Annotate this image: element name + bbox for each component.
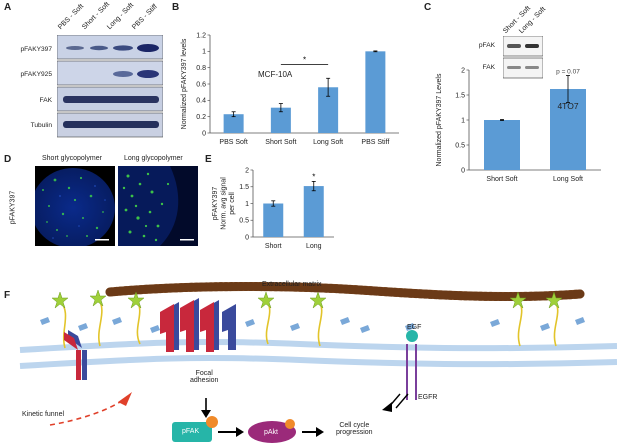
y-tick-label: 1	[202, 49, 206, 56]
panel-a-letter: A	[4, 2, 12, 13]
x-tick-label: Short Soft	[486, 176, 517, 183]
y-tick-label: 2	[245, 167, 249, 174]
egfr-label: EGFR	[418, 394, 438, 401]
panel-b-letter: B	[172, 2, 180, 13]
cell-line-annotation: 4TO7	[557, 101, 578, 111]
ecm-label: Extracellular matrix	[262, 281, 322, 288]
p-value: p = 0.07	[556, 69, 580, 76]
panel-f-letter: F	[4, 290, 11, 301]
significance-star: *	[312, 172, 315, 181]
glycocalyx	[59, 297, 559, 349]
pfak-label: pFAK	[182, 428, 200, 435]
y-axis-label: Norm. avg signal	[221, 177, 228, 230]
x-tick-label: Short	[265, 243, 282, 250]
pakt-node	[248, 419, 296, 443]
blot-row-label: pFAK	[478, 42, 495, 49]
glycan-branches	[40, 317, 585, 333]
x-tick-label: PBS Soft	[219, 139, 247, 146]
blot-row-label: FAK	[482, 64, 495, 71]
lane-label: PBS - Stiff	[131, 3, 159, 31]
diagram-focal-adhesion	[19, 282, 617, 443]
y-tick-label: 1	[461, 117, 465, 124]
bar	[303, 186, 324, 237]
bar	[270, 107, 291, 133]
blot-row-label: Tubulin	[30, 122, 52, 129]
y-tick-label: 1.5	[455, 92, 465, 99]
micrograph-ylabel: pFAKY397	[9, 190, 17, 225]
x-tick-label: Short Soft	[265, 139, 296, 146]
y-tick-label: 0	[461, 167, 465, 174]
cell-line-annotation: MCF-10A	[258, 70, 293, 79]
egf-label: EGF	[407, 324, 422, 331]
y-tick-label: 0.6	[196, 81, 206, 88]
y-tick-label: 2	[461, 67, 465, 74]
y-tick-label: 1	[245, 201, 249, 208]
y-tick-label: 0.2	[196, 114, 206, 121]
cell-membrane	[19, 339, 617, 369]
y-axis-label: Normalized pFAKY397 levels	[181, 38, 188, 129]
y-axis-label: Normalized pFAKY397 Levels	[436, 73, 443, 166]
panel-c-letter: C	[424, 2, 432, 13]
y-tick-label: 1.5	[239, 184, 249, 191]
bar	[365, 51, 386, 134]
y-tick-label: 0	[202, 130, 206, 137]
micrograph-title: Long glycopolymer	[124, 155, 183, 162]
pfak-node	[172, 416, 218, 442]
blot-row-label: pFAKY397	[20, 46, 52, 53]
y-tick-label: 0.8	[196, 65, 206, 72]
significance-star: *	[303, 55, 306, 64]
pakt-label: pAkt	[264, 429, 279, 436]
panel-d-letter: D	[4, 154, 12, 165]
bar	[318, 87, 339, 133]
bar	[223, 114, 244, 133]
y-tick-label: 0.4	[196, 98, 206, 105]
x-tick-label: Long	[306, 243, 322, 250]
ecm-fiber	[105, 282, 585, 302]
y-tick-label: 0	[245, 234, 249, 241]
western-blot-a	[57, 35, 163, 138]
western-blot-c	[503, 36, 543, 79]
y-tick-label: 0.5	[239, 218, 249, 225]
x-tick-label: PBS Stiff	[361, 139, 389, 146]
micrograph-title: Short glycopolymer	[42, 155, 102, 162]
x-tick-label: Long Soft	[313, 139, 343, 146]
blot-row-label: pFAKY925	[20, 71, 52, 78]
integrin-cluster	[160, 298, 236, 352]
micrograph-short	[35, 166, 115, 246]
integrin-single	[64, 330, 87, 380]
glycan-stars	[51, 289, 563, 309]
y-axis-label: per cell	[229, 192, 236, 215]
outcome-label: Cell cycle progression	[336, 422, 373, 436]
blot-row-label: FAK	[39, 97, 52, 104]
y-tick-label: 0.5	[455, 142, 465, 149]
y-axis-label: pFAKY397	[212, 187, 219, 221]
panel-e-letter: E	[205, 154, 212, 165]
x-tick-label: Long Soft	[553, 176, 583, 183]
kinetic-funnel-label: Kinetic funnel	[22, 411, 65, 418]
focal-adhesion-label: Focal adhesion	[190, 370, 219, 384]
egfr-receptor	[406, 330, 418, 400]
y-tick-label: 1.2	[196, 32, 206, 39]
micrograph-long	[118, 166, 198, 246]
bar	[263, 203, 284, 237]
bar	[484, 120, 520, 170]
